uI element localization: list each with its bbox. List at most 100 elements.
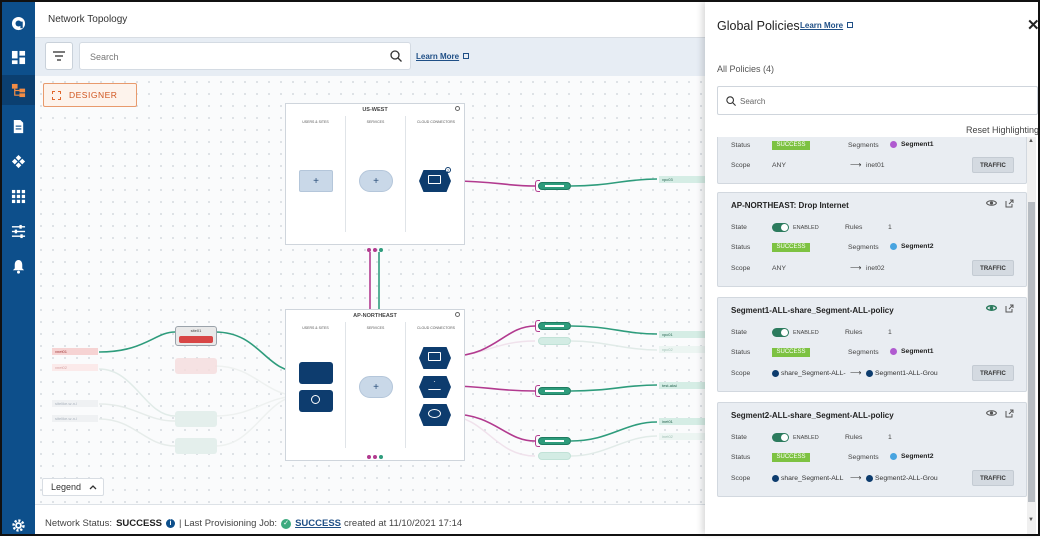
globe-icon: [890, 453, 897, 460]
filter-icon: [53, 51, 65, 61]
open-external-icon[interactable]: [1005, 409, 1014, 418]
toolbar: Learn More: [35, 38, 705, 76]
apps-grid-icon[interactable]: [2, 181, 35, 211]
traffic-button[interactable]: TRAFFIC: [972, 157, 1014, 173]
search-icon[interactable]: [390, 50, 402, 62]
policy-title: AP-NORTHEAST: Drop Internet: [731, 201, 849, 210]
transit-gateway-node[interactable]: [538, 322, 571, 330]
segment-tag[interactable]: Segment2: [890, 243, 933, 250]
global-policies-panel: Global Policies Learn More ✕ All Policie…: [705, 2, 1040, 534]
segment-cap: [535, 385, 540, 397]
vpc-label[interactable]: vpc03: [659, 176, 705, 183]
segment-cap: [535, 320, 540, 332]
transit-gateway-node[interactable]: [538, 182, 571, 190]
eye-icon[interactable]: [986, 304, 997, 312]
open-external-icon[interactable]: [1005, 304, 1014, 313]
designer-button[interactable]: DESIGNER: [43, 83, 137, 107]
document-icon[interactable]: [2, 111, 35, 141]
status-bar: Network Status: SUCCESS i | Last Provisi…: [35, 504, 705, 534]
site-node-faint[interactable]: [175, 358, 217, 374]
network-nodes-icon[interactable]: [2, 146, 35, 176]
status-badge: SUCCESS: [772, 453, 810, 462]
open-external-icon[interactable]: [1005, 199, 1014, 208]
scroll-down-icon[interactable]: ▼: [1028, 517, 1034, 523]
enabled-toggle[interactable]: [772, 223, 789, 232]
region-ap-northeast[interactable]: AP-NORTHEAST USERS & SITES SERVICES CLOU…: [285, 309, 465, 461]
vnet-label[interactable]: vnet02: [52, 364, 98, 371]
scope-destination[interactable]: Segment2-ALL-Grou: [866, 475, 938, 482]
scrollbar-thumb[interactable]: [1028, 202, 1035, 502]
vpc-label[interactable]: vpc02: [659, 346, 705, 353]
eye-icon[interactable]: [986, 199, 997, 207]
cloud-connector-node[interactable]: [419, 170, 451, 192]
left-nav: [2, 2, 35, 534]
info-icon[interactable]: i: [166, 519, 175, 528]
add-service-button[interactable]: +: [359, 170, 393, 192]
scope-source[interactable]: share_Segment-ALL: [772, 475, 843, 482]
site-node-faint[interactable]: [175, 411, 217, 427]
topology-search: [79, 42, 411, 70]
arrow-right-icon: ⟶: [850, 473, 862, 482]
site-service-node[interactable]: [299, 390, 333, 412]
policy-search-input[interactable]: [738, 95, 1018, 108]
region-us-west[interactable]: US-WEST USERS & SITES SERVICES CLOUD CON…: [285, 103, 465, 245]
cloud-connector-node[interactable]: [419, 404, 451, 426]
policy-card[interactable]: Segment1-ALL-share_Segment-ALL-policy St…: [717, 297, 1027, 392]
learn-more-link[interactable]: Learn More: [416, 52, 470, 61]
close-icon[interactable]: ✕: [1027, 17, 1040, 34]
external-link-icon: [463, 53, 470, 59]
sliders-icon[interactable]: [2, 216, 35, 246]
policy-card[interactable]: AP-NORTHEAST: Drop Internet State ENABLE…: [717, 192, 1027, 287]
eye-icon[interactable]: [986, 409, 997, 417]
filter-button[interactable]: [45, 42, 73, 70]
arrow-right-icon: ⟶: [850, 263, 862, 272]
add-service-button[interactable]: +: [359, 376, 393, 398]
policy-card[interactable]: Segment2-ALL-share_Segment-ALL-policy St…: [717, 402, 1027, 497]
provisioning-job-link[interactable]: SUCCESS: [295, 518, 341, 529]
vpc-label[interactable]: inet02: [659, 433, 705, 440]
search-input[interactable]: [88, 49, 378, 65]
settings-gear-icon[interactable]: [2, 510, 35, 540]
site-gateway-node[interactable]: [299, 362, 333, 384]
traffic-button[interactable]: TRAFFIC: [972, 470, 1014, 486]
vpc-label[interactable]: test-aksi: [659, 382, 705, 389]
cloud-connector-node[interactable]: [419, 376, 451, 398]
site-node[interactable]: site01: [175, 326, 217, 346]
faint-label[interactable]: sitelike-w-n-l: [52, 415, 98, 422]
learn-more-link[interactable]: Learn More: [800, 21, 854, 30]
vnet-label[interactable]: vnet01: [52, 348, 98, 355]
app-logo-icon[interactable]: [2, 8, 35, 38]
transit-gateway-node[interactable]: [538, 452, 571, 460]
scope-source[interactable]: share_Segment-ALL-: [772, 370, 846, 377]
page-title: Network Topology: [48, 14, 128, 25]
bell-icon[interactable]: [2, 251, 35, 281]
segment-tag[interactable]: Segment1: [890, 348, 933, 355]
traffic-button[interactable]: TRAFFIC: [972, 260, 1014, 276]
scope-destination[interactable]: Segment1-ALL-Grou: [866, 370, 938, 377]
info-icon[interactable]: [455, 312, 460, 317]
policy-title: Segment2-ALL-share_Segment-ALL-policy: [731, 411, 894, 420]
add-site-button[interactable]: +: [299, 170, 333, 192]
cloud-connector-node[interactable]: [419, 347, 451, 369]
segment-tag[interactable]: Segment1: [890, 141, 933, 148]
segment-cap: [535, 435, 540, 447]
scroll-up-icon[interactable]: ▲: [1028, 138, 1034, 144]
legend-toggle[interactable]: Legend: [42, 478, 104, 496]
traffic-button[interactable]: TRAFFIC: [972, 365, 1014, 381]
site-node-faint[interactable]: [175, 438, 217, 454]
faint-label[interactable]: sitelike-w-n-l: [52, 400, 98, 407]
enabled-toggle[interactable]: [772, 328, 789, 337]
reset-highlighting-button[interactable]: Reset Highlighting: [966, 125, 1040, 135]
segment-tag[interactable]: Segment2: [890, 453, 933, 460]
transit-gateway-node[interactable]: [538, 337, 571, 345]
vpc-label[interactable]: vpc01: [659, 331, 705, 338]
policy-card[interactable]: Status SUCCESS Segments Segment1 Scope A…: [717, 137, 1027, 184]
info-icon[interactable]: [455, 106, 460, 111]
dashboard-icon[interactable]: [2, 42, 35, 72]
transit-gateway-node[interactable]: [538, 387, 571, 395]
topology-icon[interactable]: [2, 75, 35, 105]
topology-canvas[interactable]: DESIGNER US-WEST USERS & SITES: [35, 76, 705, 504]
transit-gateway-node[interactable]: [538, 437, 571, 445]
vpc-label[interactable]: inet01: [659, 418, 705, 425]
enabled-toggle[interactable]: [772, 433, 789, 442]
